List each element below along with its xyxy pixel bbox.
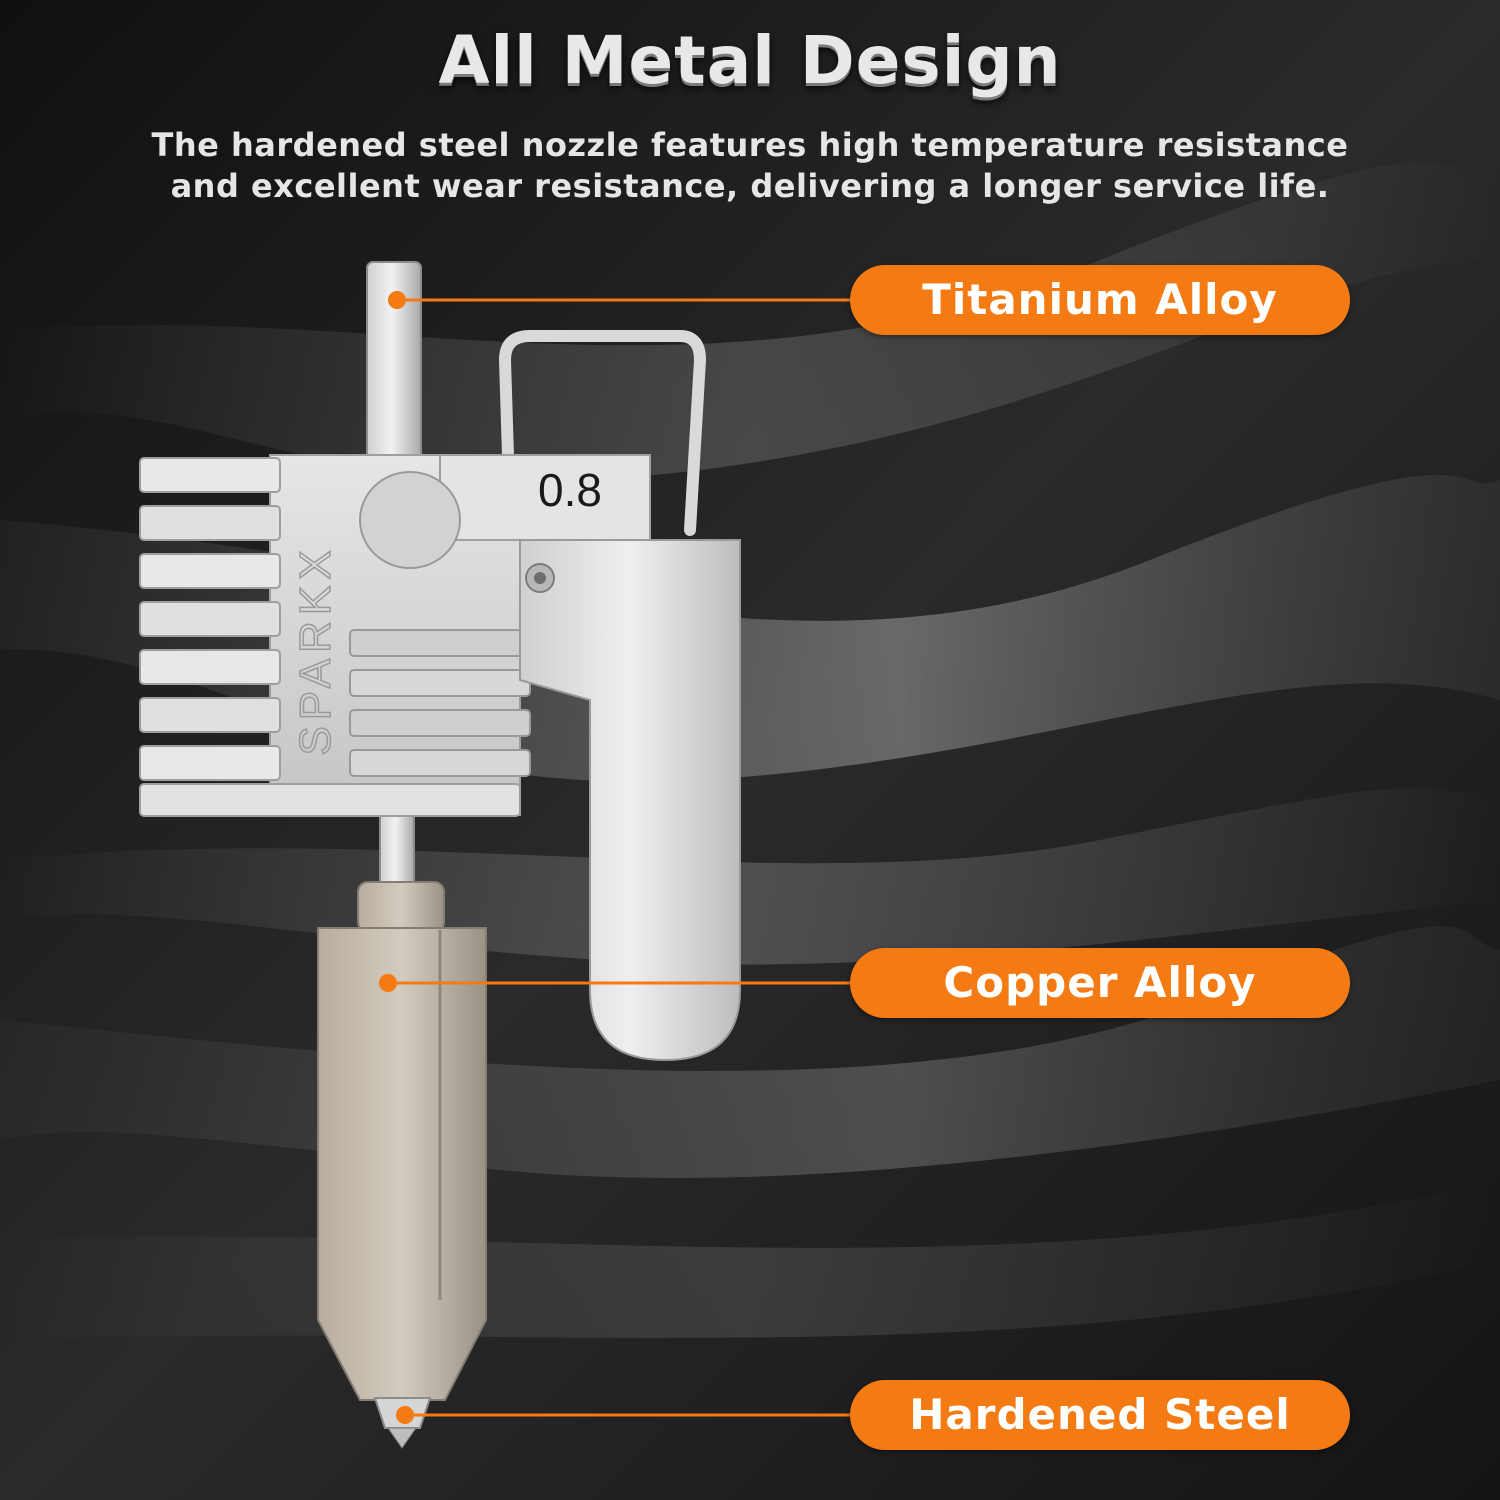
spring-clip [519,539,741,1062]
callout-lines [379,291,852,1424]
subtitle-line-2: and excellent wear resistance, deliverin… [170,167,1330,205]
copper-heater [317,881,487,1401]
callout-titanium-alloy: Titanium Alloy [850,265,1350,335]
subtitle-line-1: The hardened steel nozzle features high … [151,126,1349,164]
wire-latch [498,330,707,686]
size-label: 0.8 [538,464,602,516]
heatsink-block [139,454,651,817]
headline: All Metal Design [438,22,1062,99]
callout-hardened-steel: Hardened Steel [850,1380,1350,1450]
callout-copper-alloy: Copper Alloy [850,948,1350,1018]
brand-label: SPARKX [291,544,340,755]
